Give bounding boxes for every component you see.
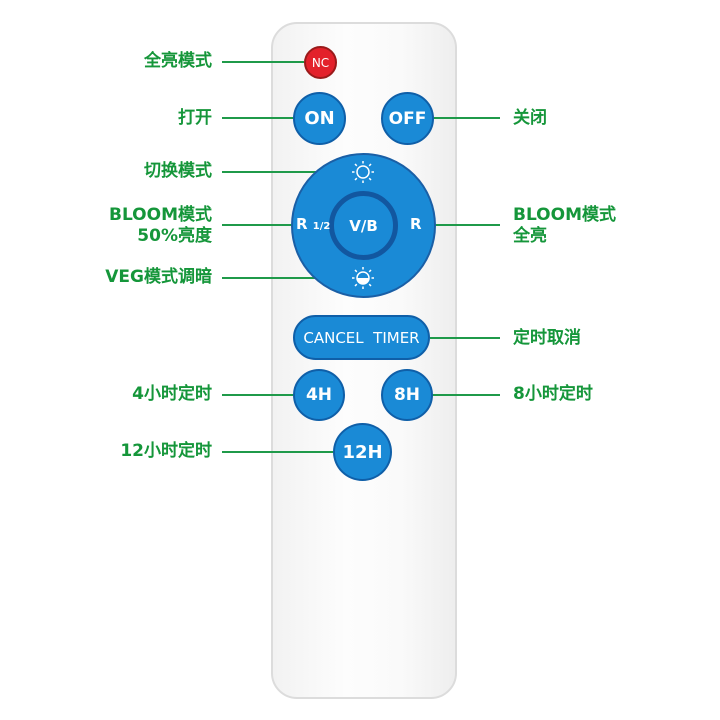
pointer-line: [222, 61, 304, 63]
pointer-line: [432, 394, 500, 396]
r-half-button[interactable]: R 1/2: [296, 215, 331, 233]
label-12h: 12小时定时: [120, 441, 212, 461]
12h-button[interactable]: 12H: [333, 423, 392, 481]
label-on: 打开: [178, 108, 212, 128]
label-off: 关闭: [513, 108, 547, 128]
off-button[interactable]: OFF: [381, 92, 434, 145]
pointer-line: [222, 394, 294, 396]
label-switch-mode: 切换模式: [144, 161, 212, 181]
sun-dim-icon[interactable]: [351, 266, 375, 290]
pointer-line: [432, 117, 500, 119]
label-bloom-full: BLOOM模式全亮: [513, 205, 617, 246]
cancel-timer-button[interactable]: CANCEL TIMER: [293, 315, 430, 360]
nc-button[interactable]: NC: [304, 46, 337, 79]
label-full-bright-mode: 全亮模式: [144, 51, 212, 71]
on-button[interactable]: ON: [293, 92, 346, 145]
pointer-line: [222, 224, 294, 226]
label-veg-dim: VEG模式调暗: [105, 267, 212, 287]
r-button[interactable]: R: [410, 215, 422, 233]
8h-button[interactable]: 8H: [381, 369, 433, 421]
pointer-line: [222, 451, 334, 453]
4h-button[interactable]: 4H: [293, 369, 345, 421]
pointer-line: [430, 337, 500, 339]
label-cancel-timer: 定时取消: [513, 328, 581, 348]
sun-switch-icon[interactable]: [351, 160, 375, 184]
pointer-line: [222, 117, 294, 119]
pointer-line: [222, 277, 350, 279]
pointer-line: [432, 224, 500, 226]
pointer-line: [222, 171, 350, 173]
label-4h: 4小时定时: [132, 384, 212, 404]
label-8h: 8小时定时: [513, 384, 593, 404]
vb-button[interactable]: V/B: [329, 191, 398, 260]
